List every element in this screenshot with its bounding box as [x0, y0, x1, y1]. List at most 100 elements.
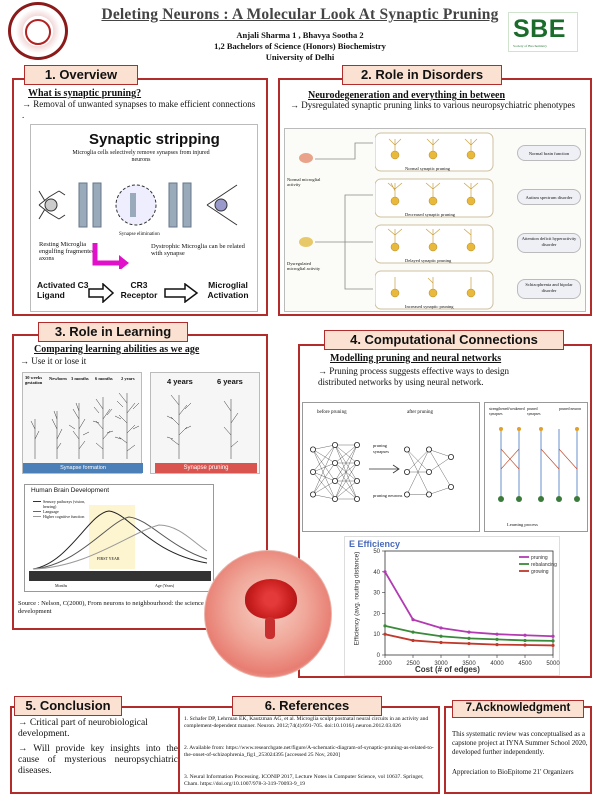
brain-dev-legend: Sensory pathways (vision, hearing) Langu… [33, 499, 93, 519]
magenta-arrow-icon [92, 243, 129, 269]
computational-title: 4. Computational Connections [324, 330, 564, 350]
synapse-pruning-figure: 4 years 6 years Synapse pruning [150, 372, 260, 474]
legend-label: pruning [531, 555, 548, 561]
conclusion-item: → Will provide key insights into the cau… [18, 744, 178, 776]
network-edge [334, 444, 358, 464]
legend-cognitive: Higher cognitive function [33, 514, 93, 519]
network-edge [428, 449, 452, 488]
brain-stem [265, 617, 275, 639]
data-point-pruning [523, 633, 527, 637]
data-point-growing [523, 643, 527, 647]
data-point-rebalancing [467, 636, 471, 640]
network-node [426, 446, 433, 453]
synapse-formation-figure: 30 weeks gestation Newborn 3 months 6 mo… [22, 372, 143, 474]
legend-language-label: Language [43, 509, 59, 514]
poster-title: Deleting Neurons : A Molecular Look At S… [101, 6, 499, 23]
efficiency-chart: E Efficiency Efficiency (avg. routing di… [344, 536, 560, 676]
x-tick-label: 4000 [490, 661, 504, 667]
synapse-formation-bar: Synapse formation [23, 463, 143, 473]
network-edge [312, 471, 336, 500]
x-tick-label: 2500 [406, 661, 420, 667]
network-node [426, 491, 433, 498]
brain-icon [245, 579, 297, 619]
data-point-pruning [383, 570, 387, 574]
network-edge [334, 444, 358, 500]
x-tick-label: 2000 [378, 661, 392, 667]
row-label-delayed: Delayed synaptic pruning [405, 258, 452, 263]
network-node [331, 460, 338, 467]
learning-process-label: Learning process [507, 522, 538, 527]
synapse-elimination-label: Synapse elimination [119, 232, 160, 237]
data-point-pruning [467, 630, 471, 634]
disorders-subhead: Neurodegeneration and everything in betw… [308, 90, 506, 101]
learning-title: 3. Role in Learning [38, 322, 188, 342]
resting-microglia-label: Resting Microglia engulfing fragmented a… [39, 241, 96, 262]
legend-cognitive-label: Higher cognitive function [43, 514, 85, 519]
age-axis [29, 571, 211, 581]
network-node [331, 496, 338, 503]
data-point-rebalancing [411, 630, 415, 634]
pruned-neuron-drawing [166, 394, 239, 459]
brain-dev-title: Human Brain Development [31, 487, 110, 494]
outcome-adhd: Attention deficit hyperactivity disorder [517, 233, 581, 253]
stage-label: pruned synapses [527, 407, 541, 416]
acknowledgment-title: 7.Acknowledgment [452, 700, 584, 718]
first-year-label: FIRST YEAR [97, 556, 120, 561]
brain-development-figure: Human Brain Development Sensory pathways… [24, 484, 214, 592]
network-pruning-figure: before pruning after pruning pruning syn… [302, 402, 480, 532]
network-edge [334, 480, 358, 500]
fig-heading: Synaptic stripping [89, 131, 220, 148]
y-tick-label: 40 [373, 570, 380, 576]
row-label-normal: Normal synaptic pruning [405, 166, 450, 171]
age-label: 30 weeks gestation [25, 375, 43, 385]
dysregulated-activity-label: Dysregulated microglial activity [287, 261, 321, 271]
network-node [447, 484, 454, 491]
network-node [447, 454, 454, 461]
reference-item: 2. Available from: https://www.researchg… [184, 745, 434, 759]
years-axis-label: Age (Years) [155, 583, 175, 588]
network-node [310, 491, 316, 498]
row-label-increased: Increased synaptic pruning [405, 304, 454, 309]
age-labels-row: 30 weeks gestation Newborn 3 months 6 mo… [25, 375, 141, 389]
legend-line-icon [33, 501, 41, 502]
network-edge [428, 449, 452, 458]
dystrophic-microglia-label: Dystrophic Microglia can be related with… [151, 243, 245, 257]
sbe-logo-caption: Society of Biochemistry [513, 44, 548, 48]
network-node [404, 469, 411, 476]
before-pruning-label: before pruning [317, 410, 347, 415]
university-logo [8, 2, 68, 60]
age-label: 6 months [95, 376, 113, 381]
microglial-activation-label: Microglial Activation [207, 280, 249, 300]
sbe-logo: SBE Society of Biochemistry [508, 12, 578, 52]
cr3-receptor-label: CR3 Receptor [120, 280, 158, 300]
arrow-right-icon [164, 283, 199, 303]
y-tick-label: 20 [373, 611, 380, 617]
computational-text: → Pruning process suggests effective way… [318, 366, 510, 387]
x-tick-label: 3000 [434, 661, 448, 667]
synaptic-stripping-figure: Synaptic stripping Microglia cells selec… [30, 124, 258, 312]
pruning-connector-lines [315, 142, 373, 290]
network-edge [312, 480, 336, 495]
arrow-right-icon [369, 464, 400, 474]
network-edge [334, 444, 358, 482]
network-node [331, 478, 338, 485]
pruning-synapses-label: pruning synapses [373, 443, 389, 454]
network-node [310, 446, 316, 453]
synapse-stages-drawing [498, 427, 580, 502]
network-edge [312, 449, 336, 482]
acknowledgment-panel [444, 706, 592, 794]
network-node [310, 469, 316, 476]
network-edge [312, 471, 336, 482]
network-node [404, 446, 411, 453]
after-pruning-label: after pruning [407, 410, 433, 415]
chart-title: E Efficiency [349, 539, 401, 549]
disorders-text: → Dysregulated synaptic pruning links to… [290, 100, 575, 110]
data-point-rebalancing [523, 638, 527, 643]
conclusion-item: → Critical part of neurobiological devel… [18, 718, 148, 739]
network-edge [312, 449, 336, 464]
network-edge [428, 486, 452, 495]
data-point-rebalancing [439, 634, 443, 638]
x-tick-label: 4500 [518, 661, 532, 667]
computational-subhead: Modelling pruning and neural networks [330, 353, 502, 364]
